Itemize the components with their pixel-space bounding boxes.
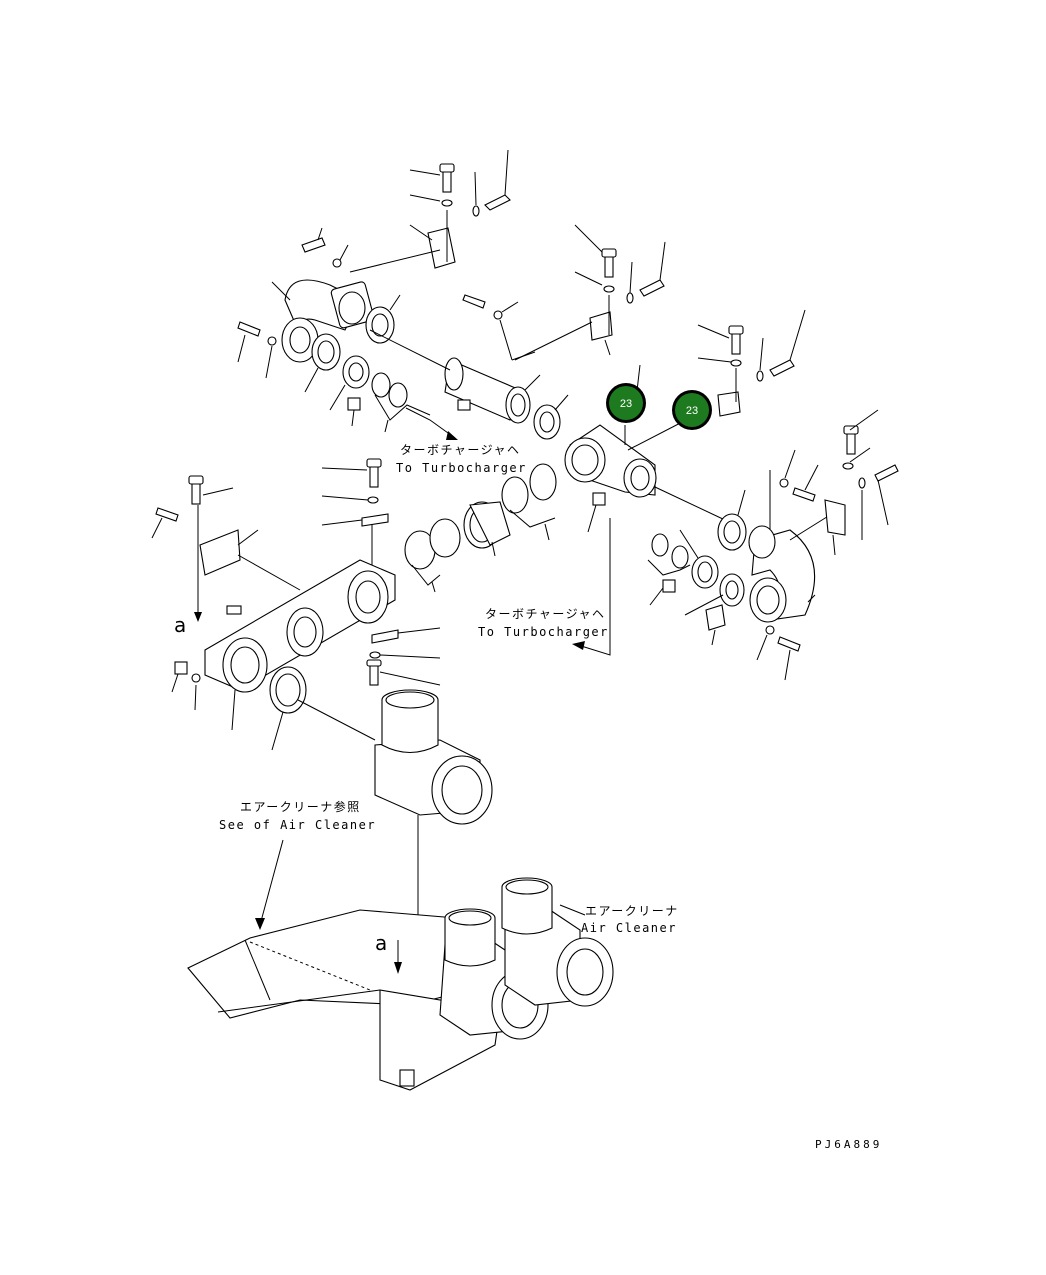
manifold-group <box>151 475 396 751</box>
turbo-upper-en-label: To Turbocharger <box>396 461 527 475</box>
turbo-lower-jp-label: ターボチャージャヘ <box>485 607 606 621</box>
right-elbow-group <box>647 409 899 681</box>
ref-a-bottom: a <box>375 931 387 955</box>
ref-a-top: a <box>174 613 186 637</box>
turbo-lower-en-label: To Turbocharger <box>478 625 609 639</box>
upper-right-bracket-group <box>514 224 806 417</box>
tee-housing <box>564 364 726 533</box>
callout-badge <box>609 386 643 420</box>
callout-23-left[interactable]: 23 <box>606 383 646 423</box>
air-cleaner-en-label: Air Cleaner <box>581 921 677 935</box>
lower-base-assembly <box>187 839 614 1091</box>
turbo-upper-jp-label: ターボチャージャヘ <box>400 443 521 457</box>
callout-23-right[interactable]: 23 <box>672 390 712 430</box>
drawing-code: PJ6A889 <box>815 1138 882 1151</box>
callout-number: 23 <box>620 398 632 410</box>
middle-clamp-group <box>321 458 557 686</box>
air-cleaner-jp-label: エアークリーナ <box>585 904 679 918</box>
see-air-cleaner-en-label: See of Air Cleaner <box>219 818 376 832</box>
upper-left-bracket-group <box>237 149 569 440</box>
callout-badge <box>675 393 709 427</box>
callout-number: 23 <box>686 405 698 417</box>
see-air-cleaner-jp-label: エアークリーナ参照 <box>240 799 361 814</box>
turbo-arrows <box>405 407 611 656</box>
